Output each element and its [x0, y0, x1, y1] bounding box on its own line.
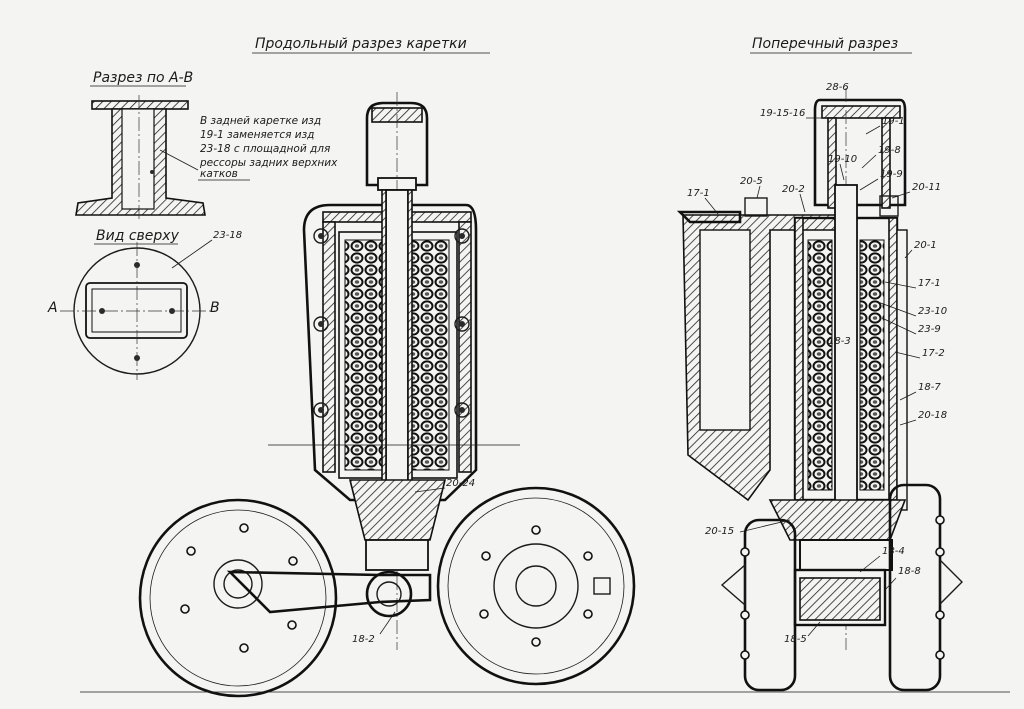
callout-20-24: 20-24: [446, 478, 475, 489]
top-view-drawing: [60, 242, 215, 380]
note-line-2: 19-1 заменяется изд: [200, 129, 314, 141]
callout-20-5: 20-5: [740, 176, 763, 187]
callout-20-18: 20-18: [918, 410, 947, 421]
callout-23-9: 23-9: [918, 324, 941, 335]
section-ab-drawing: [75, 95, 206, 222]
callout-20-11: 20-11: [912, 182, 941, 193]
callout-19-15-16: 19-15-16: [760, 108, 805, 119]
callout-20-1: 20-1: [914, 240, 937, 251]
callout-19-10: 19-10: [828, 154, 857, 165]
callout-18-8: 18-8: [898, 566, 921, 577]
note-line-3: 23-18 с площадной для: [200, 143, 330, 155]
callout-17-2: 17-2: [922, 348, 945, 359]
callout-19-9: 19-9: [880, 169, 903, 180]
note-block: В задней каретке изд 19-1 заменяется изд…: [159, 115, 338, 181]
note-line-5: катков: [200, 168, 238, 180]
title-top-view: Вид сверху: [96, 228, 180, 244]
callout-18-5: 18-5: [784, 634, 807, 645]
callout-20-15: 20-15: [705, 526, 734, 537]
callout-19-8: 19-8: [878, 145, 901, 156]
section-mark-b: В: [210, 300, 220, 316]
longitudinal-section: [138, 92, 636, 698]
title-transverse: Поперечный разрез: [752, 36, 898, 52]
callout-23-18: 23-18: [213, 230, 242, 241]
callout-19-1: 19-1: [882, 116, 905, 127]
callout-23-10: 23-10: [918, 306, 947, 317]
note-line-4: рессоры задних верхних: [199, 157, 338, 169]
callout-20-2: 20-2: [782, 184, 805, 195]
title-section-ab: Разрез по А-В: [93, 70, 193, 86]
callout-18-4: 18-4: [882, 546, 905, 557]
callout-18-2: 18-2: [352, 634, 375, 645]
title-longitudinal: Продольный разрез каретки: [255, 36, 467, 52]
section-mark-a: А: [47, 300, 58, 316]
callout-28-6: 28-6: [826, 82, 849, 93]
callout-17-1-left: 17-1: [687, 188, 710, 199]
transverse-callouts: 28-6 19-15-16 19-1 19-8 19-10 19-9 20-5 …: [687, 82, 947, 645]
note-line-1: В задней каретке изд: [200, 115, 321, 127]
callout-17-1-right: 17-1: [918, 278, 941, 289]
transverse-section: [676, 88, 963, 692]
callout-18-7: 18-7: [918, 382, 941, 393]
callout-18-3: 18-3: [828, 336, 851, 347]
